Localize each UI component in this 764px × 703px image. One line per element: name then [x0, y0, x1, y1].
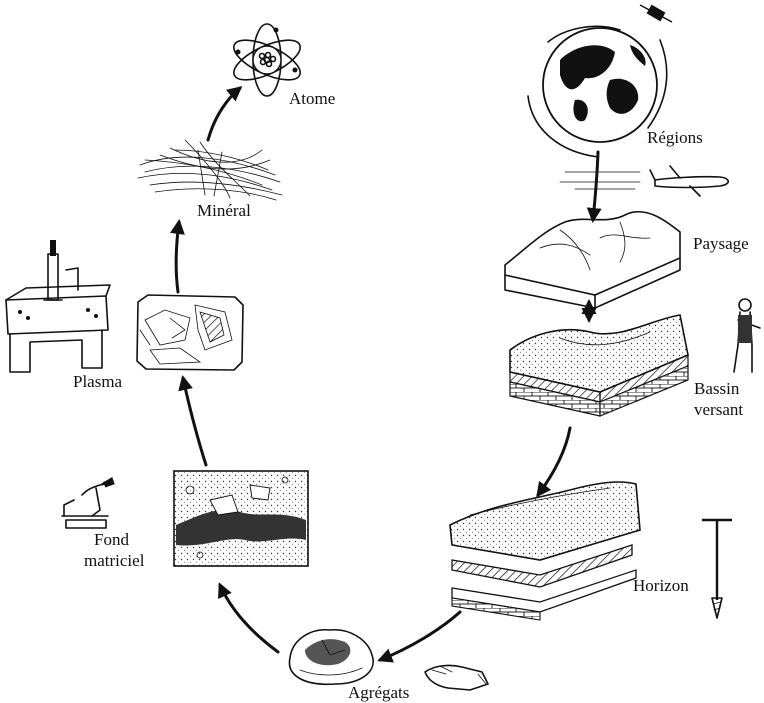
label-horizon: Horizon: [633, 576, 689, 596]
label-bassin: Bassin: [694, 379, 739, 399]
airplane-icon: [560, 166, 728, 196]
label-matriciel: matriciel: [84, 551, 144, 571]
label-fond: Fond: [94, 530, 129, 550]
label-atome: Atome: [289, 89, 335, 109]
plasma-thin-section: [137, 295, 243, 370]
label-mineral: Minéral: [197, 201, 251, 221]
label-agregats: Agrégats: [348, 683, 409, 703]
groundmass-thin-section: [174, 471, 308, 566]
label-regions: Régions: [647, 128, 703, 148]
mineral-icon: [138, 140, 282, 200]
hand-icon: [425, 665, 488, 690]
watershed-block: [510, 315, 688, 416]
microscope-icon: [62, 478, 115, 528]
person-icon: [734, 299, 760, 372]
aggregate-clod-icon: [289, 630, 373, 684]
soil-auger-icon: [702, 520, 732, 618]
horizon-layers-block: [450, 482, 640, 620]
atom-icon: [228, 24, 305, 96]
lab-instrument-icon: [6, 240, 110, 372]
landscape-block: [505, 212, 680, 308]
label-paysage: Paysage: [693, 234, 749, 254]
label-plasma: Plasma: [73, 372, 122, 392]
label-versant: versant: [694, 400, 743, 420]
